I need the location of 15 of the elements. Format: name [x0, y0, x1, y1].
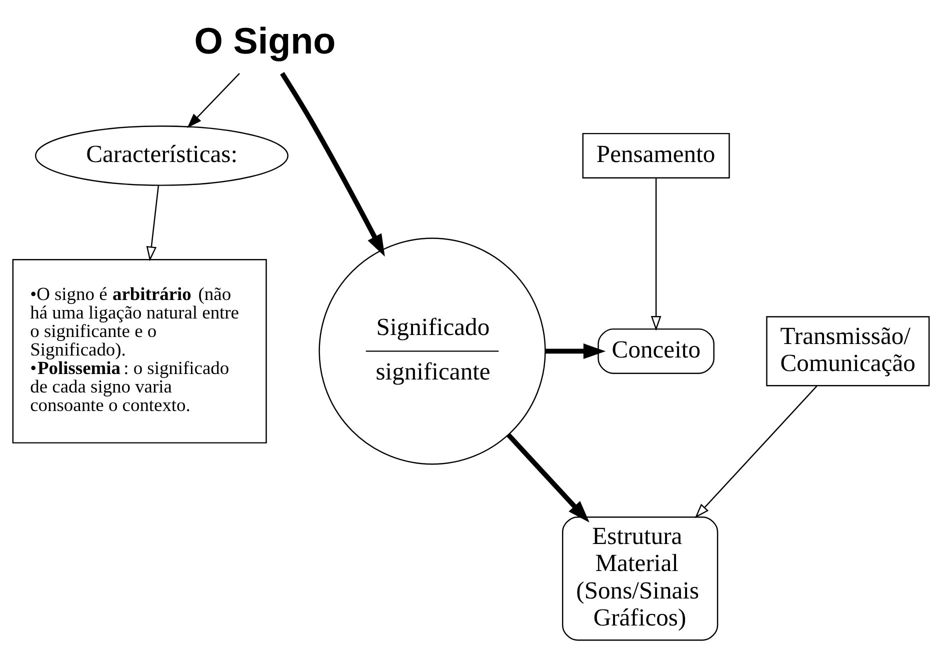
node-ellipse: Características:	[34, 125, 288, 186]
arrow	[545, 343, 606, 359]
arrow	[146, 185, 160, 262]
arrow	[187, 73, 240, 128]
node-box: Estrutura Material (Sons/Sinais Gráficos)	[562, 516, 718, 641]
arrow	[280, 72, 385, 257]
node-box: Conceito	[598, 328, 714, 374]
node-box: Transmissão/ Comunicação	[766, 316, 930, 386]
node-text: O Signo	[194, 20, 336, 62]
node-box: •O signo é arbitrário (não há uma ligação natural entre o significante e o Significado). •Polissemia: o significado de cada signo varia consoante o contexto.	[12, 258, 267, 444]
node-box: Pensamento	[582, 132, 730, 178]
arrow	[694, 386, 818, 518]
arrow	[650, 178, 662, 331]
arrow	[506, 433, 590, 523]
node-circle: Significado significante	[318, 238, 546, 465]
